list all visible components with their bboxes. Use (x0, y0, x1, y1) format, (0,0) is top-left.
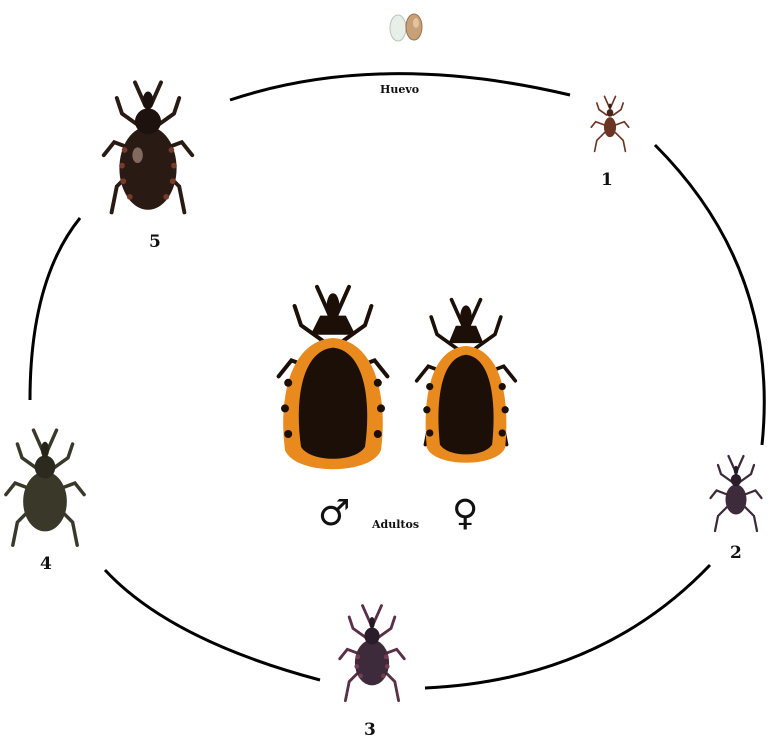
stage-1-label: 1 (601, 172, 613, 189)
second-instar-nymph-icon (711, 456, 762, 531)
third-instar-nymph-icon (340, 606, 405, 701)
arc-2-to-3 (425, 565, 710, 688)
fourth-instar-nymph-icon (6, 430, 84, 545)
arc-1-to-2 (655, 145, 764, 445)
arc-3-to-4 (105, 570, 320, 680)
arc-4-to-5 (30, 218, 80, 400)
first-instar-nymph-icon (591, 96, 628, 151)
adult-female-bug-icon (417, 300, 516, 463)
adult-male-bug-icon (279, 287, 388, 469)
stage-2-label: 2 (730, 545, 742, 562)
eggs-icon (390, 14, 422, 41)
male-symbol: ♂ (318, 496, 350, 532)
fifth-instar-nymph-icon (104, 82, 192, 212)
female-symbol: ♀ (452, 496, 478, 532)
egg-label: Huevo (380, 84, 419, 95)
stage-4-label: 4 (40, 556, 52, 573)
stage-5-label: 5 (149, 234, 161, 251)
stage-3-label: 3 (364, 722, 376, 739)
adults-label: Adultos (372, 519, 419, 530)
